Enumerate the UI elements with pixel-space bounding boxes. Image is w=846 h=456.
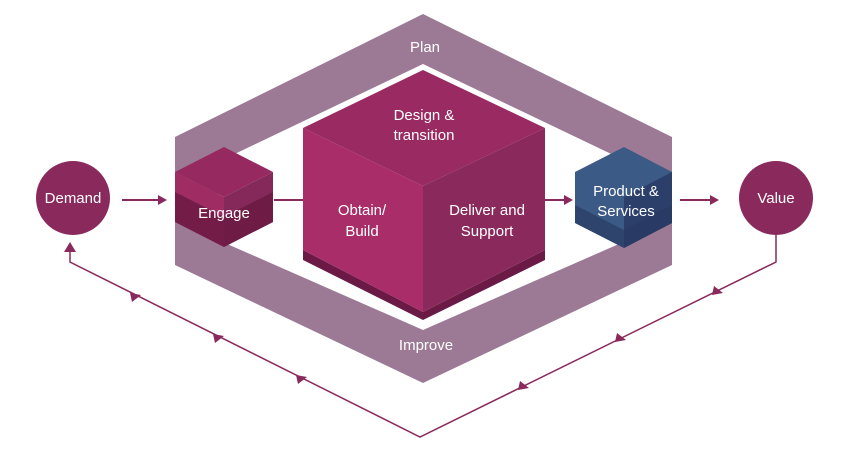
flow-arrows [122,195,719,205]
value-label: Value [757,190,794,207]
demand-label: Demand [45,190,102,207]
obtain-label-1: Obtain/ [338,202,387,219]
design-label-2: transition [394,127,455,144]
feedback-arrowheads [64,242,723,390]
product-label-1: Product & [593,183,659,200]
demand-node[interactable]: Demand [36,161,110,235]
product-services-cube[interactable]: Product & Services [575,147,672,248]
deliver-label-1: Deliver and [449,202,525,219]
value-node[interactable]: Value [739,161,813,235]
deliver-label-2: Support [461,223,514,240]
engage-label: Engage [198,205,250,222]
obtain-label-2: Build [345,223,378,240]
design-transition-face[interactable] [303,70,545,186]
plan-label: Plan [410,39,440,56]
design-label-1: Design & [394,107,455,124]
design-obtain-deliver-cube: Design & transition Obtain/ Build Delive… [303,70,545,320]
obtain-build-face[interactable] [303,128,423,312]
deliver-support-face[interactable] [423,128,545,312]
plan-improve-band [175,14,672,383]
feedback-loop [69,235,777,438]
improve-label: Improve [399,337,453,354]
product-label-2: Services [597,203,655,220]
engage-cube[interactable]: Engage [175,147,273,247]
